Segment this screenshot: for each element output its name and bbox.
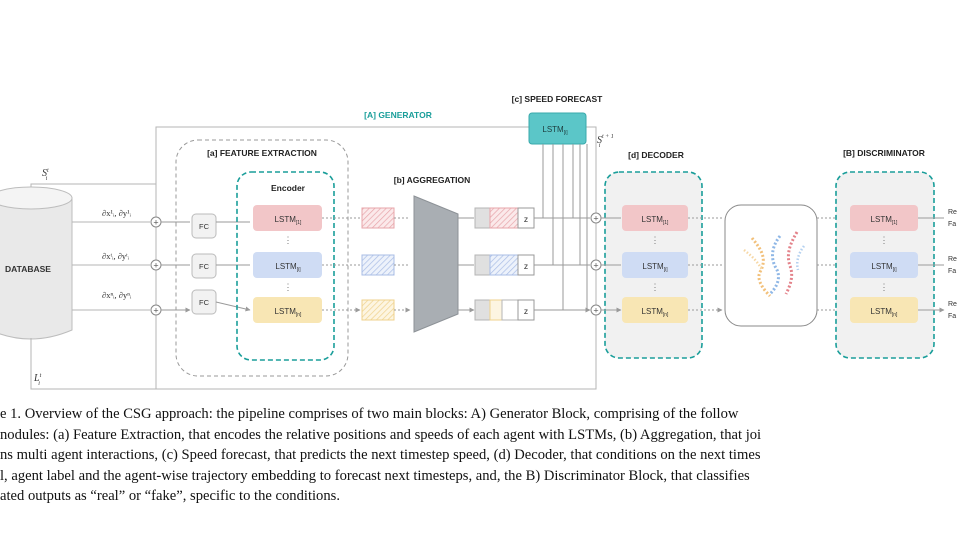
svg-text:FC: FC <box>199 222 210 231</box>
decoder-lstm-1: LSTM[1] <box>622 205 688 231</box>
plus-nodes-decoder: + + + <box>590 212 602 316</box>
caption-line-1: e 1. Overview of the CSG approach: the p… <box>0 406 739 422</box>
svg-text:+: + <box>593 261 598 271</box>
aggregation-pooling <box>413 195 459 333</box>
caption-line-4: l, agent label and the agent-wise trajec… <box>0 467 750 484</box>
encoder-lstm-1: LSTM[1] <box>253 205 322 231</box>
output-labels: Re Fa Re Fa Re Fa <box>948 209 957 320</box>
delta-row-2: ∂xᵗᵢ, ∂yᵗᵢ <box>102 251 130 261</box>
caption-line-3: ns multi agent interactions, (c) Speed f… <box>0 447 761 463</box>
svg-text:LSTM[i]: LSTM[i] <box>275 262 301 273</box>
svg-text:Re: Re <box>948 209 957 216</box>
svg-text:LSTM[n]: LSTM[n] <box>642 307 670 318</box>
svg-text:⋮: ⋮ <box>284 282 293 292</box>
aggregation-label: [b] AGGREGATION <box>394 175 471 185</box>
svg-text:LSTM[1]: LSTM[1] <box>871 215 899 226</box>
decoder-label: [d] DECODER <box>628 150 684 160</box>
delta-row-3: ∂xⁿᵢ, ∂yⁿᵢ <box>102 290 132 300</box>
concat-2: z <box>474 254 535 276</box>
svg-text:⋮: ⋮ <box>651 235 660 245</box>
generator-label: [A] GENERATOR <box>364 110 432 120</box>
input-rows: ∂x¹ᵢ, ∂y¹ᵢ ∂xᵗᵢ, ∂yᵗᵢ ∂xⁿᵢ, ∂yⁿᵢ <box>102 208 132 300</box>
svg-text:z: z <box>524 306 528 316</box>
svg-text:+: + <box>593 306 598 316</box>
speed-forecast-lstm: LSTM[i] <box>528 112 587 145</box>
embedding-3 <box>361 299 395 321</box>
svg-text:FC: FC <box>199 262 210 271</box>
disc-lstm-2: LSTM[i] <box>850 252 918 278</box>
encoder-label: Encoder <box>271 183 306 193</box>
encoder-block <box>236 171 335 361</box>
database-label: DATABASE <box>5 264 51 274</box>
encoder-lstm-3: LSTM[n] <box>253 297 322 323</box>
svg-text:Fa: Fa <box>948 313 956 320</box>
feature-extraction-block <box>175 139 349 377</box>
speed-forecast-label: [c] SPEED FORECAST <box>512 94 603 104</box>
fc-boxes: FC FC FC <box>191 213 217 315</box>
svg-text:Fa: Fa <box>948 268 956 275</box>
caption-line-2: nodules: (a) Feature Extraction, that en… <box>0 426 762 443</box>
svg-text:⋮: ⋮ <box>880 235 889 245</box>
decoder-lstm-3: LSTM[n] <box>622 297 688 323</box>
encoder-lstm-2: LSTM[i] <box>253 252 322 278</box>
delta-row-1: ∂x¹ᵢ, ∂y¹ᵢ <box>102 208 132 218</box>
svg-text:LSTM[i]: LSTM[i] <box>542 125 568 136</box>
svg-text:LSTM[n]: LSTM[n] <box>871 307 899 318</box>
svg-text:FC: FC <box>199 298 210 307</box>
disc-lstm-1: LSTM[1] <box>850 205 918 231</box>
svg-text:z: z <box>524 261 528 271</box>
database-cylinder: DATABASE <box>0 186 73 340</box>
disc-lstm-3: LSTM[n] <box>850 297 918 323</box>
concat-3: z <box>474 299 535 321</box>
feature-extraction-label: [a] FEATURE EXTRACTION <box>207 148 317 158</box>
embedding-2 <box>361 254 395 276</box>
svg-text:+: + <box>153 261 158 271</box>
svg-text:+: + <box>593 214 598 224</box>
svg-text:LSTM[i]: LSTM[i] <box>642 262 668 273</box>
discriminator-label: [B] DISCRIMINATOR <box>843 148 925 158</box>
svg-text:Fa: Fa <box>948 221 956 228</box>
svg-text:+: + <box>153 218 158 228</box>
caption-line-5: ated outputs as “real” or “fake”, specif… <box>0 488 340 504</box>
svg-text:+: + <box>153 306 158 316</box>
svg-text:z: z <box>524 214 528 224</box>
figure-caption: e 1. Overview of the CSG approach: the p… <box>0 404 960 507</box>
svg-text:⋮: ⋮ <box>651 282 660 292</box>
concat-1: z <box>474 207 535 229</box>
svg-text:LSTM[1]: LSTM[1] <box>642 215 670 226</box>
svg-text:⋮: ⋮ <box>284 235 293 245</box>
svg-text:Re: Re <box>948 256 957 263</box>
svg-text:Re: Re <box>948 301 957 308</box>
svg-text:LSTM[n]: LSTM[n] <box>275 307 303 318</box>
embedding-1 <box>361 207 395 229</box>
svg-text:⋮: ⋮ <box>880 282 889 292</box>
decoder-lstm-2: LSTM[i] <box>622 252 688 278</box>
svg-text:LSTM[1]: LSTM[1] <box>275 215 303 226</box>
trajectory-visual <box>724 204 818 327</box>
svg-text:LSTM[i]: LSTM[i] <box>871 262 897 273</box>
